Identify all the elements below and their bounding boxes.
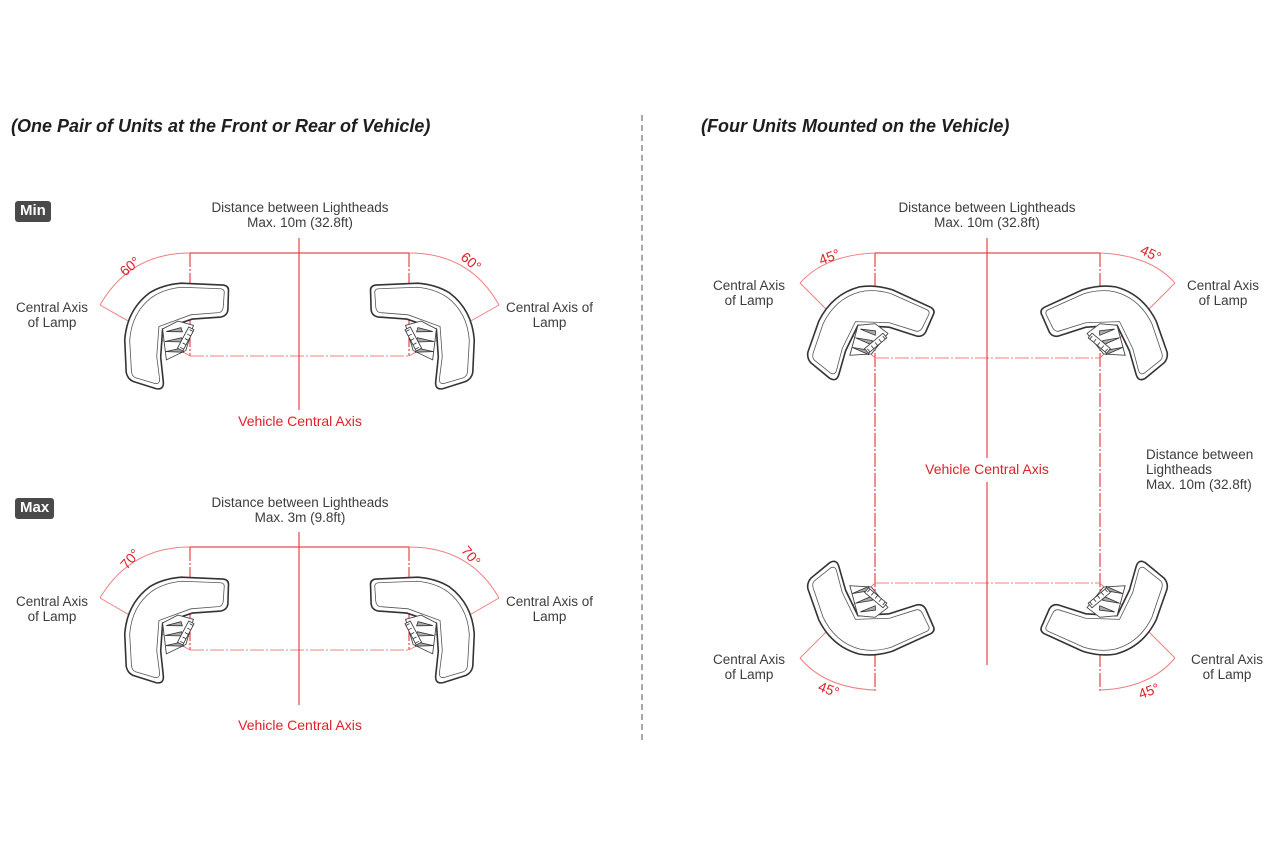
distance-line1: Distance between Lightheads [211,495,389,510]
distance-line2: Max. 10m (32.8ft) [247,215,353,230]
top-right-axis-label: Central Axis of Lamp [1181,278,1265,308]
max-axis-left-label: Central Axis of Lamp [10,594,94,624]
axis-label-line2: of Lamp [1198,293,1248,308]
axis-label-line1: Central Axis of [505,300,594,315]
max-vehicle-axis-label: Vehicle Central Axis [238,717,362,733]
angle-label: 60° [116,253,143,279]
axis-label-line1: Central Axis [15,594,89,609]
axis-label-line1: Central Axis [15,300,89,315]
angle-label: 70° [458,543,484,570]
angle-label: 45° [1136,680,1161,702]
axis-label-line1: Central Axis [1186,278,1260,293]
min-diagram [99,238,500,410]
four-units-distance-top-label: Distance between Lightheads Max. 10m (32… [887,200,1087,230]
axis-label-line1: Central Axis [1190,652,1264,667]
top-left-axis-label: Central Axis of Lamp [707,278,791,308]
axis-label-line2: of Lamp [1202,667,1252,682]
angle-label: 45° [1138,242,1164,265]
max-axis-right-label: Central Axis of Lamp [502,594,597,624]
four-units-vehicle-axis-label: Vehicle Central Axis [925,461,1049,477]
distance-line2: Max. 10m (32.8ft) [934,215,1040,230]
min-axis-left-label: Central Axis of Lamp [10,300,94,330]
axis-label-line2: Lamp [532,315,567,330]
four-units-distance-side-label: Distance between Lightheads Max. 10m (32… [1146,447,1253,492]
min-axis-right-label: Central Axis of Lamp [502,300,597,330]
distance-line2: Max. 3m (9.8ft) [254,510,346,525]
bottom-left-axis-label: Central Axis of Lamp [707,652,791,682]
axis-label-line2: of Lamp [27,609,77,624]
distance-line2: Lightheads [1146,462,1213,477]
axis-label-line2: of Lamp [724,293,774,308]
axis-label-line1: Central Axis [712,278,786,293]
distance-line3: Max. 10m (32.8ft) [1146,477,1252,492]
bottom-right-axis-label: Central Axis of Lamp [1185,652,1269,682]
four-units-diagram [795,238,1180,692]
min-distance-label: Distance between Lightheads Max. 10m (32… [200,200,400,230]
max-badge: Max [15,498,55,519]
distance-line1: Distance between [1146,447,1254,462]
max-diagram [99,532,500,705]
axis-label-line1: Central Axis of [505,594,594,609]
max-distance-label: Distance between Lightheads Max. 3m (9.8… [200,495,400,525]
distance-line1: Distance between Lightheads [211,200,389,215]
axis-label-line2: of Lamp [724,667,774,682]
min-badge: Min [15,201,51,222]
min-vehicle-axis-label: Vehicle Central Axis [238,413,362,429]
angle-label: 45° [817,246,842,268]
distance-line1: Distance between Lightheads [898,200,1076,215]
angle-label: 70° [117,546,143,573]
right-panel-title: (Four Units Mounted on the Vehicle) [701,116,1010,136]
angle-label: 60° [458,249,485,275]
left-panel-title: (One Pair of Units at the Front or Rear … [11,116,431,136]
axis-label-line1: Central Axis [712,652,786,667]
axis-label-line2: of Lamp [27,315,77,330]
angle-label: 45° [816,678,841,700]
panel-divider [641,115,643,740]
axis-label-line2: Lamp [532,609,567,624]
